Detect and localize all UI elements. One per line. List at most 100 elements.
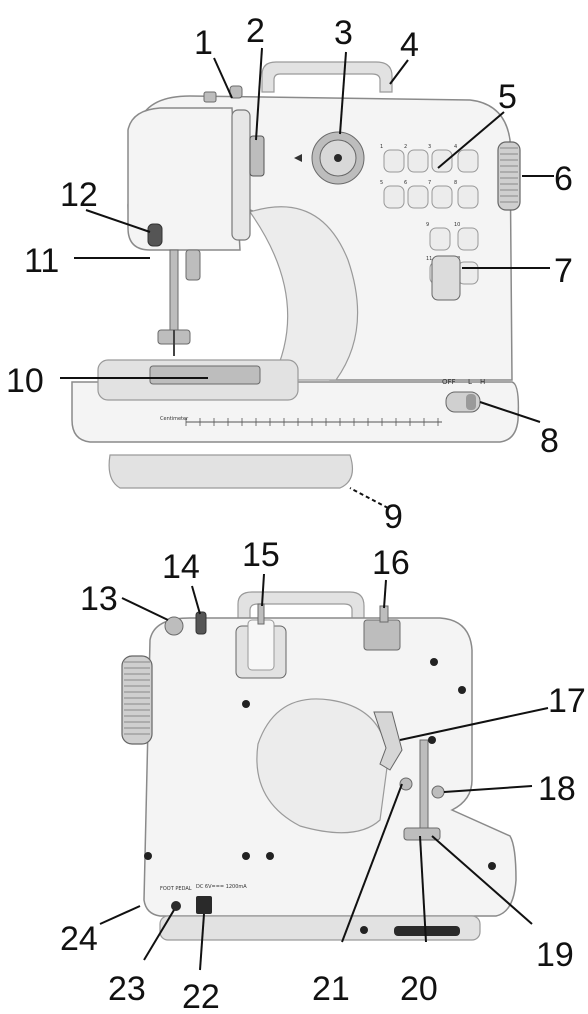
leader-18 — [443, 785, 533, 793]
leader-4 — [389, 59, 409, 85]
callout-11: 11 — [24, 242, 59, 280]
callout-19: 19 — [536, 936, 574, 974]
leader-9 — [349, 487, 389, 509]
leader-1 — [213, 57, 233, 99]
leader-24 — [99, 905, 141, 925]
leader-20 — [419, 835, 427, 943]
callout-4: 4 — [400, 26, 419, 64]
stitch-number: 5 — [380, 180, 383, 186]
hand-wheel[interactable] — [497, 141, 521, 211]
leader-8 — [479, 401, 541, 423]
leader-12 — [85, 209, 151, 233]
leader-23 — [143, 909, 175, 961]
bobbin-spindle[interactable] — [195, 611, 207, 635]
callout-23: 23 — [108, 970, 146, 1008]
carry-handle — [261, 61, 393, 93]
leader-3 — [339, 51, 347, 135]
base-slot — [394, 926, 460, 936]
tension-knob-back[interactable] — [399, 777, 413, 791]
callout-7: 7 — [554, 252, 573, 290]
speed-switch[interactable]: OFF L H — [442, 378, 485, 413]
screw — [488, 862, 496, 870]
stitch-pattern-key[interactable] — [429, 227, 451, 251]
stitch-pattern-key[interactable] — [407, 185, 429, 209]
base-foot — [108, 454, 353, 489]
presser-foot-lever[interactable] — [373, 711, 403, 771]
callout-8: 8 — [540, 422, 559, 460]
stitch-pattern-key[interactable] — [431, 185, 453, 209]
leader-2 — [255, 47, 263, 141]
speed-low-label: L — [468, 378, 472, 386]
stitch-number: 4 — [454, 144, 457, 150]
screw — [428, 736, 436, 744]
speed-off-label: OFF — [442, 378, 456, 386]
callout-24: 24 — [60, 920, 98, 958]
screw — [360, 926, 368, 934]
callout-numbers: 1 2 3 4 5 6 7 8 9 10 11 12 13 14 15 16 1… — [6, 12, 586, 1014]
speed-high-label: H — [480, 378, 485, 386]
stitch-number: 9 — [426, 222, 429, 228]
spool-pin[interactable] — [257, 603, 265, 625]
thread-cutter[interactable] — [185, 249, 201, 281]
leader-22 — [199, 913, 205, 971]
callout-20: 20 — [400, 970, 438, 1008]
back-presser-foot[interactable] — [403, 827, 441, 841]
thread-guide-screw[interactable] — [431, 785, 445, 799]
stitch-pattern-key[interactable] — [431, 149, 453, 173]
stitch-number: 6 — [404, 180, 407, 186]
callout-16: 16 — [372, 544, 410, 582]
callout-21: 21 — [312, 970, 350, 1008]
screw — [242, 852, 250, 860]
stitch-number: 8 — [454, 180, 457, 186]
stitch-pattern-key[interactable] — [407, 149, 429, 173]
leader-5 — [437, 111, 505, 169]
stitch-lever[interactable] — [431, 255, 461, 301]
back-needle-bar — [419, 739, 429, 831]
back-thread-guide-post — [379, 605, 389, 623]
screw — [458, 686, 466, 694]
stitch-number: 3 — [428, 144, 431, 150]
arm-opening — [249, 206, 359, 381]
top-spool-pin[interactable] — [203, 91, 217, 103]
stitch-number: 1 — [380, 144, 383, 150]
stitch-pattern-key[interactable] — [383, 185, 405, 209]
leader-16 — [383, 579, 387, 609]
tension-dial[interactable] — [249, 135, 265, 177]
thread-take-up[interactable] — [231, 109, 251, 241]
back-thread-guide[interactable] — [363, 619, 401, 651]
callout-5: 5 — [498, 78, 517, 116]
needle-head — [127, 107, 241, 251]
callout-22: 22 — [182, 978, 220, 1014]
stitch-number: 7 — [428, 180, 431, 186]
stitch-pattern-key[interactable] — [457, 261, 479, 285]
power-input-label: DC 6V=== 1200mA — [196, 884, 247, 890]
pattern-dial[interactable] — [294, 131, 365, 185]
foot-pedal-socket[interactable] — [171, 901, 181, 911]
callout-leaders — [60, 47, 554, 971]
callout-6: 6 — [554, 160, 573, 198]
stitch-pattern-key[interactable] — [457, 149, 479, 173]
callout-10: 10 — [6, 362, 44, 400]
screw — [266, 852, 274, 860]
ruler-label: Centimeter — [160, 416, 189, 422]
back-carry-handle — [237, 591, 365, 621]
stitch-pattern-key[interactable] — [457, 227, 479, 251]
screw — [242, 700, 250, 708]
stitch-pattern-key[interactable] — [383, 149, 405, 173]
callout-15: 15 — [242, 536, 280, 574]
leader-21 — [341, 783, 403, 943]
bobbin-winder[interactable] — [164, 616, 184, 636]
stitch-number: 11 — [426, 256, 432, 262]
ruler: Centimeter — [160, 416, 442, 426]
back-hand-wheel[interactable] — [121, 655, 153, 745]
callout-1: 1 — [194, 24, 213, 62]
callout-13: 13 — [80, 580, 118, 618]
callout-9: 9 — [384, 498, 403, 536]
callout-12: 12 — [60, 176, 98, 214]
power-socket[interactable] — [196, 896, 212, 914]
stitch-pattern-key[interactable] — [457, 185, 479, 209]
stitch-number: 2 — [404, 144, 407, 150]
head-button[interactable] — [147, 223, 163, 247]
leader-17 — [399, 707, 549, 741]
